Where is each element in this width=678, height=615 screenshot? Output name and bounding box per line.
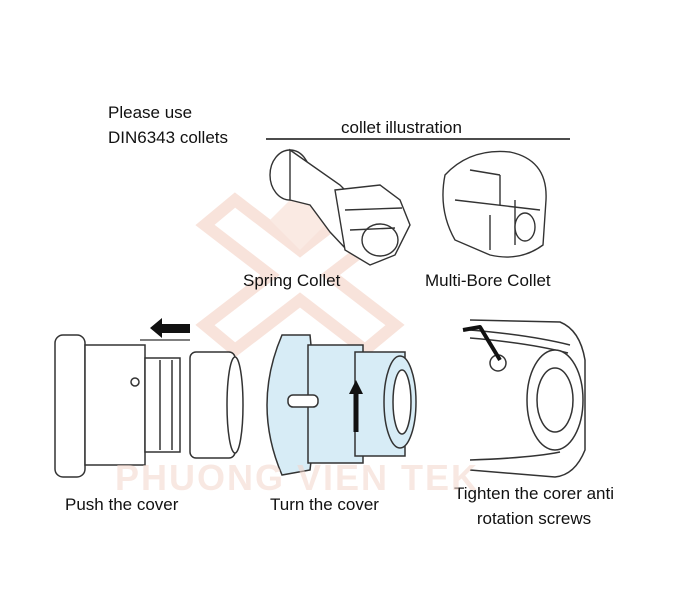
collet-note-line2: DIN6343 collets: [108, 128, 229, 147]
step-push-label: Push the cover: [65, 495, 179, 514]
rotate-arrow-icon: [349, 380, 363, 432]
collet-illustration-title: collet illustration: [341, 118, 462, 137]
hex-key-icon: [462, 325, 502, 362]
multi-bore-collet-label: Multi-Bore Collet: [425, 271, 551, 290]
spring-collet-drawing: [269, 148, 411, 266]
multi-bore-collet-drawing: [442, 150, 547, 258]
step-tighten-label-line2: rotation screws: [476, 509, 592, 528]
watermark-text: PHUONG VIEN TEK: [115, 457, 480, 498]
step-turn-label: Turn the cover: [270, 495, 379, 514]
push-cover-drawing: [54, 334, 244, 478]
spring-collet-label: Spring Collet: [243, 271, 341, 290]
collet-note-line1: Please use: [108, 103, 193, 122]
turn-cover-drawing: [266, 334, 417, 476]
push-arrow-icon: [150, 318, 190, 338]
step-tighten-label-line1: Tighten the corer anti: [453, 484, 614, 503]
tighten-screws-drawing: [469, 319, 586, 478]
